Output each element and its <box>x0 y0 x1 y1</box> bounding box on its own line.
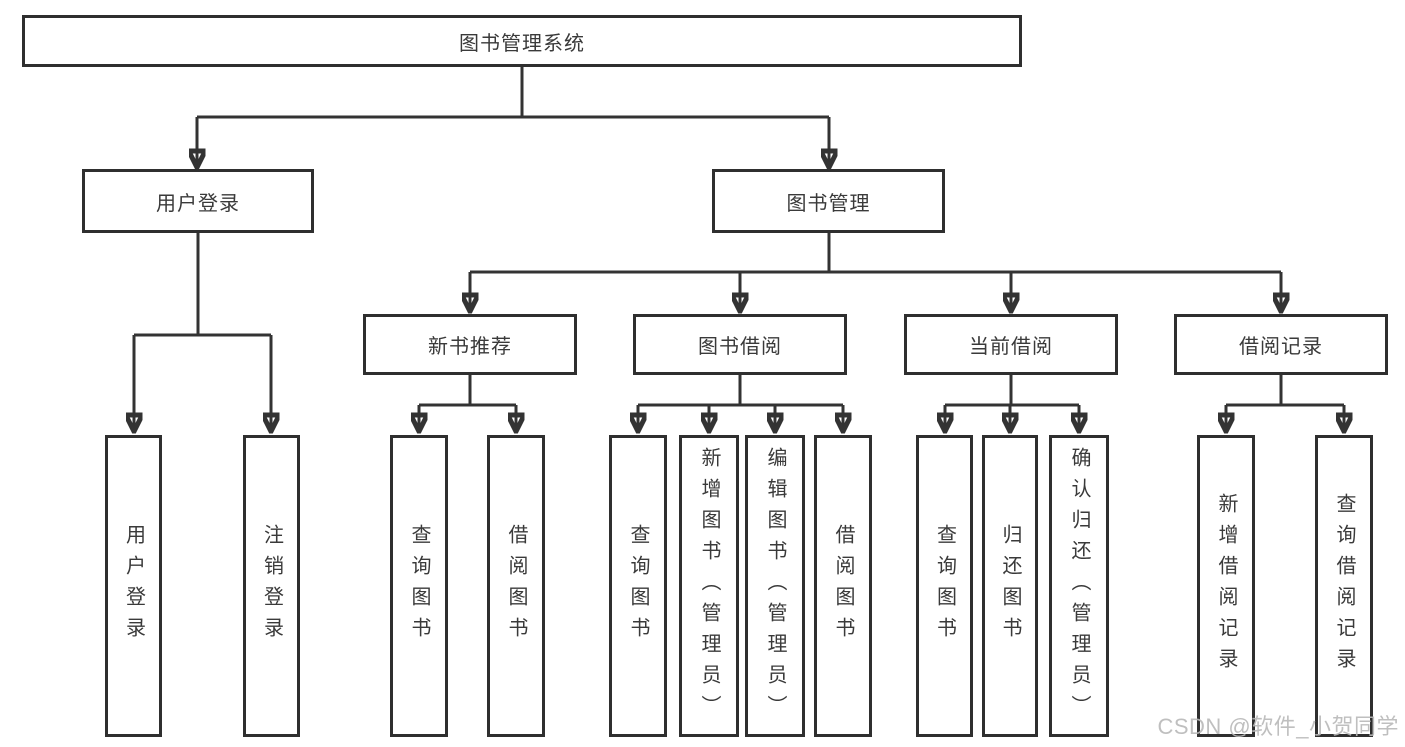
leaf-cb-query-books: 查询图书 <box>916 435 973 737</box>
node-label: 新增图书（管理员） <box>698 446 720 726</box>
node-label: 图书管理系统 <box>459 32 585 55</box>
node-label: 注销登录 <box>260 524 283 648</box>
leaf-nbr-query-books: 查询图书 <box>390 435 448 737</box>
leaf-bb-borrow-books: 借阅图书 <box>814 435 872 737</box>
node-label: 确认归还（管理员） <box>1068 446 1090 726</box>
node-label: 新书推荐 <box>428 336 512 358</box>
node-book-management: 图书管理 <box>712 169 945 233</box>
node-user-login: 用户登录 <box>82 169 314 233</box>
leaf-bb-add-books-admin: 新增图书（管理员） <box>679 435 739 737</box>
node-label: 借阅图书 <box>505 524 527 648</box>
node-borrowing-records: 借阅记录 <box>1174 314 1388 375</box>
leaf-user-login: 用户登录 <box>105 435 162 737</box>
node-label: 新增借阅记录 <box>1215 493 1237 679</box>
node-label: 借阅记录 <box>1239 336 1323 358</box>
node-label: 查询图书 <box>627 524 649 648</box>
leaf-cb-return-books: 归还图书 <box>982 435 1038 737</box>
node-library-management-system: 图书管理系统 <box>22 15 1022 67</box>
node-label: 归还图书 <box>999 524 1021 648</box>
node-current-borrowing: 当前借阅 <box>904 314 1118 375</box>
node-label: 用户登录 <box>156 192 240 215</box>
node-label: 查询图书 <box>408 524 430 648</box>
node-label: 编辑图书（管理员） <box>764 446 786 726</box>
node-label: 图书借阅 <box>698 336 782 358</box>
node-label: 查询借阅记录 <box>1333 493 1355 679</box>
leaf-br-add-borrow-record: 新增借阅记录 <box>1197 435 1255 737</box>
node-label: 图书管理 <box>786 192 871 215</box>
leaf-logout: 注销登录 <box>243 435 300 737</box>
node-label: 用户登录 <box>122 524 145 648</box>
node-label: 借阅图书 <box>832 524 854 648</box>
watermark: CSDN @软件_小贺同学 <box>1157 714 1399 739</box>
leaf-nbr-borrow-books: 借阅图书 <box>487 435 545 737</box>
node-label: 查询图书 <box>933 524 956 648</box>
leaf-cb-confirm-return-admin: 确认归还（管理员） <box>1049 435 1109 737</box>
leaf-bb-query-books: 查询图书 <box>609 435 667 737</box>
node-new-book-recommendation: 新书推荐 <box>363 314 577 375</box>
node-book-borrowing: 图书借阅 <box>633 314 847 375</box>
leaf-br-query-borrow-record: 查询借阅记录 <box>1315 435 1373 737</box>
connector-bus <box>134 67 1344 407</box>
leaf-bb-edit-books-admin: 编辑图书（管理员） <box>745 435 805 737</box>
node-label: 当前借阅 <box>969 336 1053 358</box>
